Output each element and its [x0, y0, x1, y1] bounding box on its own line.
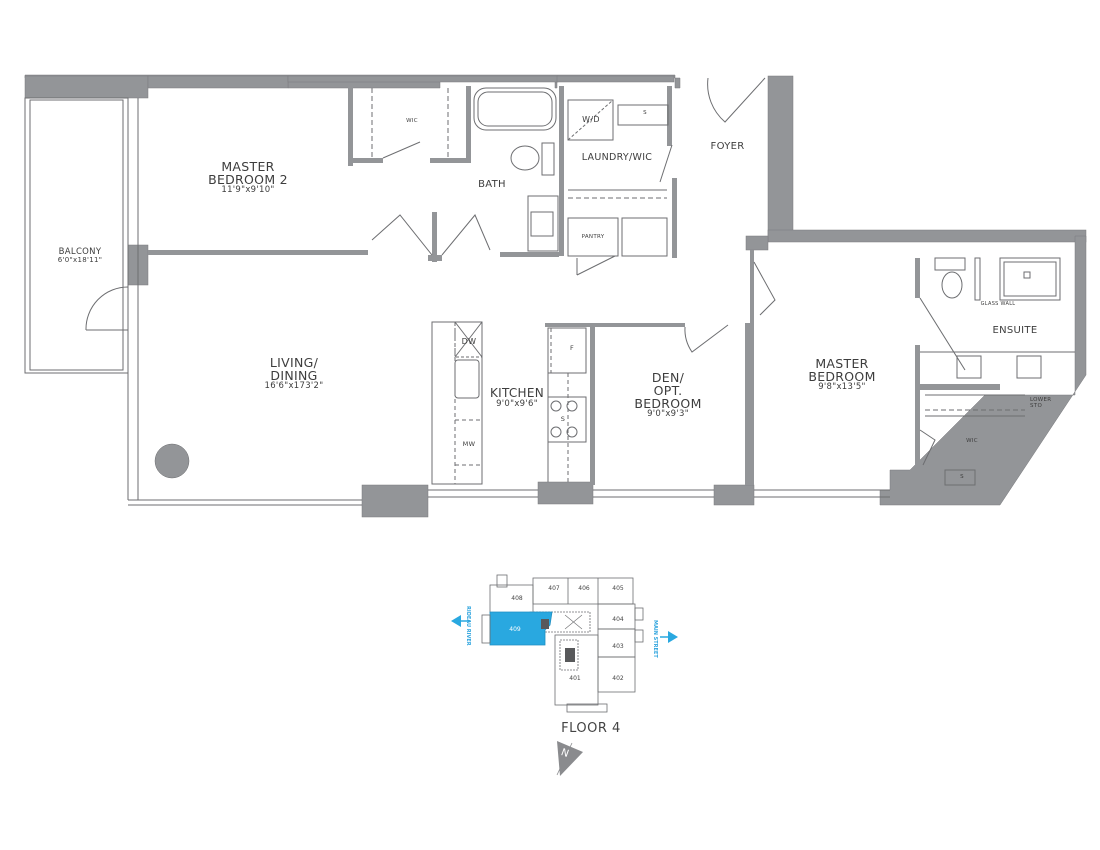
room-name: BEDROOM — [808, 369, 876, 385]
room-den-opt-bedroom: DEN/ OPT. BEDROOM 9'0"x9'3" — [618, 371, 718, 419]
room-kitchen: KITCHEN 9'0"x9'6" — [484, 387, 550, 409]
north-compass-icon — [556, 741, 583, 776]
room-dimensions: 9'0"x9'3" — [647, 409, 689, 420]
room-master-bedroom: MASTER BEDROOM 9'8"x13'5" — [787, 357, 897, 392]
fridge-label: F — [569, 344, 575, 352]
lower-sto-line2: STO — [1030, 402, 1043, 409]
unit-401: 401 — [569, 675, 581, 682]
room-pantry: PANTRY — [581, 234, 605, 240]
room-bath: BATH — [478, 179, 506, 190]
lower-storage-label: LOWER STO — [1030, 397, 1054, 410]
room-name: DEN/ — [651, 370, 685, 385]
dishwasher-label: DW — [461, 337, 477, 346]
unit-402: 402 — [612, 675, 624, 682]
unit-407: 407 — [548, 585, 560, 592]
shelf-label: S — [643, 110, 647, 116]
unit-406: 406 — [578, 585, 590, 592]
unit-409-selected[interactable]: 409 — [509, 626, 521, 633]
east-street-label: MAIN STREET — [652, 620, 658, 658]
room-dimensions: 11'9"x9'10" — [221, 185, 275, 196]
room-name: LIVING/ — [269, 355, 319, 370]
room-dimensions: 16'6"x173'2" — [264, 381, 324, 392]
unit-405: 405 — [612, 585, 624, 592]
room-dimensions: 6'0"x18'11" — [57, 255, 103, 264]
floor-title: FLOOR 4 — [561, 721, 621, 736]
room-wic-2: WIC — [966, 438, 978, 444]
room-wic-1: WIC — [406, 118, 418, 124]
room-master-bedroom-2: MASTER BEDROOM 2 11'9"x9'10" — [188, 160, 308, 195]
lower-sto-line1: LOWER — [1030, 397, 1052, 403]
room-balcony: BALCONY 6'0"x18'11" — [45, 248, 115, 264]
room-name: BEDROOM — [634, 396, 702, 412]
room-laundry-wic: LAUNDRY/WIC — [581, 152, 653, 163]
east-arrow-icon — [660, 631, 678, 643]
west-street-label: RIDEAU RIVER — [465, 606, 471, 646]
room-foyer: FOYER — [710, 141, 745, 152]
room-living-dining: LIVING/ DINING 16'6"x173'2" — [244, 356, 344, 391]
room-name: BALCONY — [58, 247, 102, 257]
room-dimensions: 9'0"x9'6" — [496, 398, 538, 409]
room-name: KITCHEN — [489, 386, 545, 400]
room-name: DINING — [270, 368, 318, 384]
unit-403: 403 — [612, 643, 624, 650]
room-name: MASTER — [815, 356, 869, 371]
room-name: BEDROOM 2 — [208, 172, 288, 188]
room-name: OPT. — [653, 383, 683, 399]
microwave-label: MW — [462, 440, 476, 448]
glass-wall-label: GLASS WALL — [980, 301, 1016, 307]
room-name: MASTER — [221, 159, 275, 174]
west-arrow-icon — [451, 615, 470, 627]
unit-404: 404 — [612, 616, 624, 623]
wic-shelf-label: S — [960, 474, 964, 480]
room-dimensions: 9'8"x13'5" — [818, 382, 866, 393]
washer-dryer-label: W/D — [582, 115, 600, 124]
stove-label: S — [560, 415, 566, 423]
room-ensuite: ENSUITE — [992, 325, 1038, 336]
unit-408: 408 — [511, 595, 523, 602]
